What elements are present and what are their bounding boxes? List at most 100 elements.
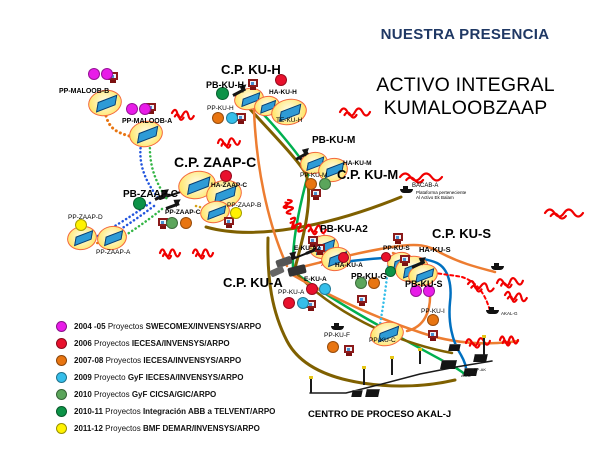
jacket-platform-icon: [473, 354, 488, 362]
pp-zaap-d-label: PP-ZAAP-D: [68, 214, 103, 221]
platform-deck: [206, 204, 226, 221]
project-dot: [88, 68, 100, 80]
scribble-mark: [191, 248, 215, 260]
legend-year: 2004 -05: [74, 322, 108, 331]
ship-icon: [491, 263, 504, 270]
ha-ku-m-label: HA-KU-M: [343, 160, 372, 167]
project-dot: [319, 283, 331, 295]
legend-row-2009: 2009 Proyecto GyF IECESA/INVENSYS/ARPO: [56, 369, 275, 386]
project-dot: [101, 68, 113, 80]
legend-detail: IECESA/INVENSYS/ARPO: [143, 356, 242, 365]
bacab-note-2: Al Activo Ek Balam: [416, 195, 454, 200]
legend-row-2011-12: 2011-12 Proyectos BMF DEMAR/INVENSYS/ARP…: [56, 420, 275, 437]
project-dot: [410, 285, 422, 297]
legend-text: 2011-12 Proyectos BMF DEMAR/INVENSYS/ARP…: [74, 424, 260, 433]
legend-row-2004-05: 2004 -05 Proyectos SWECOMEX/INVENSYS/ARP…: [56, 318, 275, 335]
cp-zaap-c-label: C.P. ZAAP-C: [174, 154, 257, 170]
project-dot: [180, 217, 192, 229]
pp-zaap-a-label: PP-ZAAP-A: [96, 249, 131, 256]
pp-ku-c-label: PP-KU-C: [369, 337, 396, 344]
legend-dot: [56, 372, 67, 383]
project-dot: [297, 297, 309, 309]
legend-row-2010-11: 2010-11 Proyectos Integración ABB a TELV…: [56, 403, 275, 420]
jacket-platform-icon: [365, 389, 380, 397]
legend-type: Proyectos: [105, 356, 144, 365]
cp-ku-a-label: C.P. KU-A: [223, 275, 283, 290]
project-dot: [305, 178, 317, 190]
scribble-mark: [158, 248, 182, 260]
project-dot: [139, 103, 151, 115]
rtu-cabinet-icon: [311, 189, 321, 200]
rtu-cabinet-icon: [224, 217, 234, 228]
legend-type: Proyectos: [105, 424, 143, 433]
rtu-cabinet-icon: [357, 295, 367, 306]
legend-detail: IECESA/INVENSYS/ARPO: [131, 339, 230, 348]
dotted-blue-zaap-a2: [94, 201, 152, 239]
pb-ku-h-label: PB-KU-H: [206, 80, 244, 90]
platform-deck: [136, 125, 158, 144]
cp-ku-m-label: C.P. KU-M: [337, 167, 399, 182]
pp-ku-a-label: PP-KU-A: [278, 289, 305, 296]
legend-type: Proyectos: [94, 339, 132, 348]
project-dot: [427, 314, 439, 326]
platform-deck: [73, 230, 93, 247]
pp-ku-f-label: PP-KU-F: [324, 332, 350, 339]
te-ku-h-label: TE-KU-H: [276, 117, 303, 124]
mast-icon: [390, 356, 394, 375]
scribble-mark: [170, 108, 195, 121]
legend-text: 2007-08 Proyectos IECESA/INVENSYS/ARPO: [74, 356, 241, 365]
legend-dot: [56, 423, 67, 434]
project-dot: [216, 87, 229, 100]
legend-dot: [56, 406, 67, 417]
jacket-platform-icon: [351, 390, 363, 397]
scribble-mark: [495, 277, 525, 289]
legend-text: 2009 Proyecto GyF IECESA/INVENSYS/ARPO: [74, 373, 243, 382]
project-dot: [385, 266, 396, 277]
project-dot: [338, 252, 349, 263]
scribble-mark: [464, 337, 492, 349]
legend-year: 2010-11: [74, 407, 106, 416]
black-akal-chain: [309, 360, 493, 394]
pb-ku-a2-label: PB-KU-A2: [320, 224, 368, 235]
ship-icon: [486, 307, 499, 314]
ha-ku-h-label: HA-KU-H: [269, 89, 297, 96]
legend-text: 2010 Proyectos GyF CICSA/GIC/ARPO: [74, 390, 216, 399]
pp-maloob-b-label: PP-MALOOB-B: [59, 88, 110, 95]
project-dot: [126, 103, 138, 115]
legend-dot: [56, 389, 67, 400]
project-dot: [368, 277, 380, 289]
mast-icon: [418, 348, 422, 364]
pb-ku-s-label: PB-KU-S: [405, 279, 443, 289]
legend-detail: GyF IECESA/INVENSYS/ARPO: [127, 373, 244, 382]
akal-g-label: AKAL-G: [501, 311, 518, 316]
jacket-platform-icon: [448, 344, 461, 351]
legend-year: 2006: [74, 339, 95, 348]
project-dot: [306, 283, 318, 295]
cp-ku-s-label: C.P. KU-S: [432, 226, 491, 241]
legend-detail: Integración ABB a TELVENT/ARPO: [142, 407, 276, 416]
legend: 2004 -05 Proyectos SWECOMEX/INVENSYS/ARP…: [56, 318, 275, 437]
project-dot: [319, 178, 331, 190]
main-title: ACTIVO INTEGRAL KUMALOOBZAAP: [348, 74, 583, 120]
legend-type: Proyectos: [94, 390, 132, 399]
scribble-mark: [304, 223, 328, 236]
ship-icon: [400, 186, 413, 193]
project-dot: [166, 217, 178, 229]
project-dot: [275, 74, 287, 86]
e-ku-a2-label: E-KU-A2: [294, 245, 321, 252]
dotted-blue-maloob-zaap: [139, 142, 160, 200]
scribble-mark: [503, 290, 528, 303]
akal-label: AKAL: [461, 373, 472, 378]
legend-text: 2006 Proyectos IECESA/INVENSYS/ARPO: [74, 339, 230, 348]
legend-text: 2004 -05 Proyectos SWECOMEX/INVENSYS/ARP…: [74, 322, 261, 331]
project-dot: [226, 112, 238, 124]
project-dot: [355, 277, 367, 289]
project-dot: [283, 297, 295, 309]
mast-icon: [309, 376, 313, 393]
project-dot: [212, 112, 224, 124]
bacab-a-label: BACAB-A: [412, 183, 439, 189]
pp-ku-i-label: PP-KU-I: [421, 308, 445, 315]
jacket-platform-icon: [440, 360, 457, 369]
scribble-mark: [466, 280, 495, 293]
